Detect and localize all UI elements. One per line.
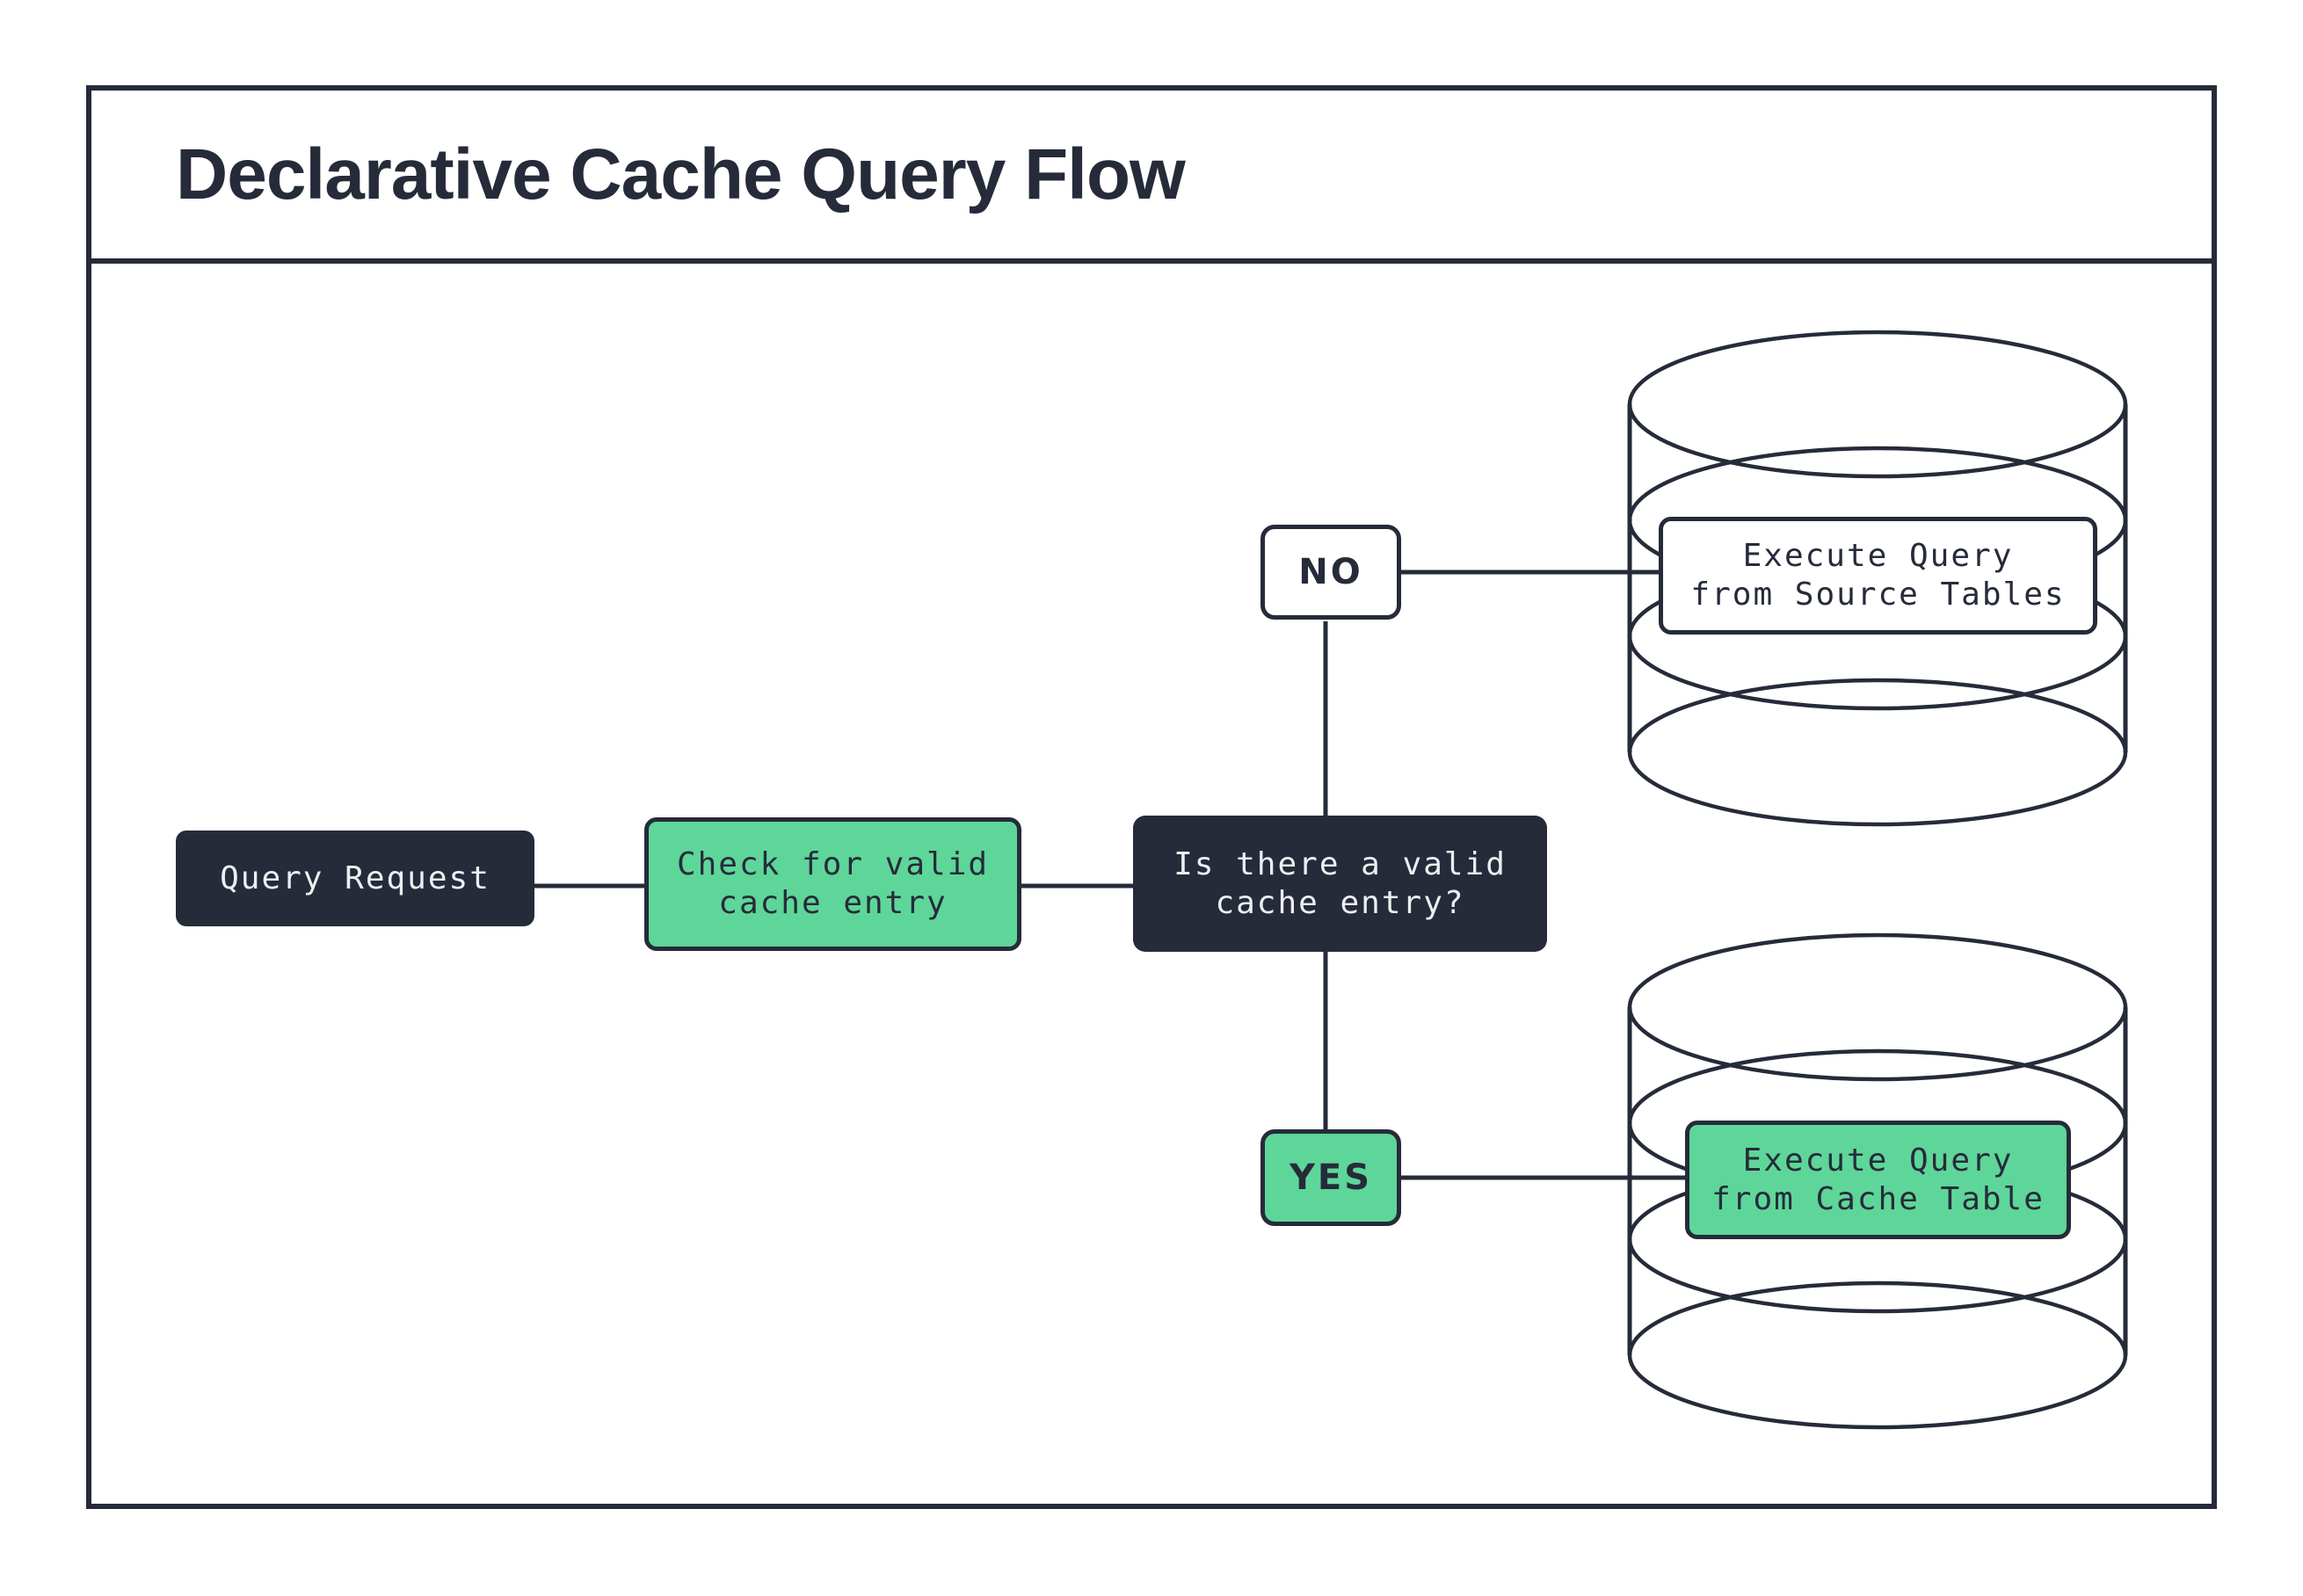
node-execute-query-source-tables: Execute Query from Source Tables	[1659, 517, 2097, 635]
diagram-header: Declarative Cache Query Flow	[91, 91, 2212, 264]
branch-label-yes: YES	[1260, 1129, 1401, 1226]
database-cylinder-cache-icon	[1627, 932, 2128, 1430]
diagram-frame: Declarative Cache Query Flow	[86, 85, 2217, 1509]
node-query-request: Query Request	[176, 831, 534, 926]
branch-label-no: NO	[1260, 525, 1401, 620]
node-decision-valid-cache: Is there a valid cache entry?	[1133, 816, 1547, 952]
page-title: Declarative Cache Query Flow	[176, 134, 1186, 214]
node-check-cache: Check for valid cache entry	[644, 817, 1021, 951]
node-execute-query-cache-table: Execute Query from Cache Table	[1685, 1121, 2071, 1239]
